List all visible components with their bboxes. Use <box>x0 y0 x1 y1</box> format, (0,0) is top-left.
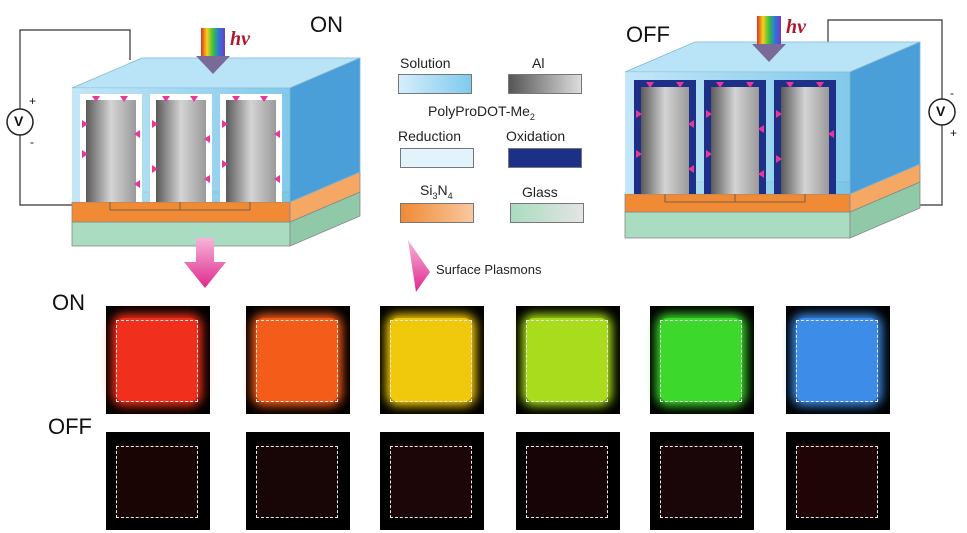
legend-oxidation-swatch <box>508 148 582 168</box>
polarity-plus-right: + <box>950 126 958 140</box>
on-tile-6 <box>786 306 890 414</box>
off-tile-6-emission <box>796 444 878 518</box>
device-on <box>19 28 361 288</box>
on-tile-5-outline <box>660 320 742 402</box>
legend-al-label: Al <box>532 55 545 71</box>
on-tile-6-outline <box>796 320 878 402</box>
on-tile-2 <box>246 306 350 414</box>
on-tile-4-emission <box>526 318 608 402</box>
on-tile-2-emission <box>256 318 338 402</box>
on-tile-5 <box>650 306 754 414</box>
legend-oxidation-label: Oxidation <box>506 128 566 144</box>
voltmeter-right-icon <box>928 98 956 126</box>
photon-label-right: hν <box>786 16 806 38</box>
off-tile-2-emission <box>256 444 338 518</box>
off-tile-4-emission <box>526 444 608 518</box>
off-tile-6-outline <box>796 446 878 518</box>
on-tile-3 <box>380 306 484 414</box>
on-tile-3-emission <box>390 318 472 402</box>
off-tile-4-outline <box>526 446 608 518</box>
on-state-label: ON <box>310 12 343 37</box>
legend-si3n4-swatch <box>400 203 474 223</box>
photon-label-left: hν <box>230 28 250 50</box>
surface-plasmons-label: Surface Plasmons <box>436 262 542 277</box>
light-beam-icon <box>201 28 225 58</box>
legend-solution-swatch <box>398 74 472 94</box>
legend-polymer-label: PolyProDOT-Me2 <box>428 103 535 122</box>
device-off <box>624 16 943 239</box>
legend-reduction-label: Reduction <box>398 128 462 144</box>
on-tile-4-outline <box>526 320 608 402</box>
on-tile-1-outline <box>116 320 198 402</box>
row-off-label: OFF <box>48 414 92 439</box>
legend-solution-label: Solution <box>400 55 451 71</box>
on-tile-5-emission <box>660 318 742 402</box>
legend-glass-swatch <box>510 203 584 223</box>
on-tile-1-emission <box>116 318 198 402</box>
on-tile-1 <box>106 306 210 414</box>
volt-label-right: V <box>936 103 946 119</box>
volt-label-left: V <box>14 113 24 129</box>
legend-reduction-swatch <box>400 148 474 168</box>
light-beam-icon-right <box>757 16 781 46</box>
off-tile-1-emission <box>116 444 198 518</box>
on-tile-4 <box>516 306 620 414</box>
on-tile-6-emission <box>796 318 878 402</box>
off-tile-5 <box>650 432 754 530</box>
off-tile-6 <box>786 432 890 530</box>
off-tile-2 <box>246 432 350 530</box>
on-tile-3-outline <box>390 320 472 402</box>
voltmeter-left-icon <box>6 108 34 136</box>
surface-plasmon-arrow-icon <box>408 240 430 292</box>
legend-al-swatch <box>508 74 582 94</box>
off-tile-3 <box>380 432 484 530</box>
circuit-wire-left <box>19 29 131 206</box>
legend-glass-label: Glass <box>522 184 558 200</box>
polarity-plus-left: + <box>29 94 37 108</box>
circuit-wire-right <box>827 19 943 206</box>
off-tile-4 <box>516 432 620 530</box>
legend-si3n4-label: Si3N4 <box>420 182 453 201</box>
off-tile-1-outline <box>116 446 198 518</box>
down-arrow-icon <box>184 238 226 288</box>
off-tile-3-outline <box>390 446 472 518</box>
off-tile-5-outline <box>660 446 742 518</box>
off-state-label: OFF <box>626 22 670 47</box>
off-tile-3-emission <box>390 444 472 518</box>
polarity-minus-right: - <box>950 86 954 100</box>
on-tile-2-outline <box>256 320 338 402</box>
off-tile-1 <box>106 432 210 530</box>
polarity-minus-left: - <box>30 135 34 149</box>
off-tile-2-outline <box>256 446 338 518</box>
row-on-label: ON <box>52 290 85 315</box>
off-tile-5-emission <box>660 444 742 518</box>
